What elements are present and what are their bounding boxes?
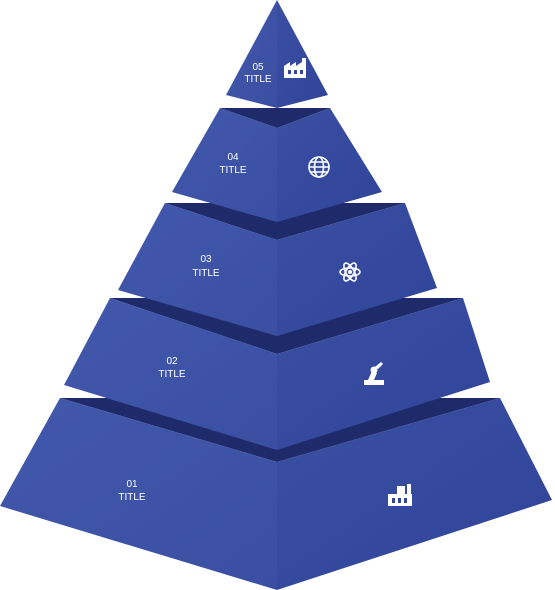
level-02-right-face xyxy=(277,298,490,450)
level-03-shadow xyxy=(165,203,405,240)
level-05-title: TITLE xyxy=(244,74,272,85)
level-04-left-face xyxy=(172,108,277,222)
level-04-number: 04 xyxy=(227,152,239,163)
level-01-title: TITLE xyxy=(118,492,146,503)
pyramid-level-03: 03 TITLE xyxy=(118,203,437,336)
robot-arm-icon xyxy=(364,362,384,385)
pyramid-level-04: 04 TITLE xyxy=(172,108,382,222)
level-04-title: TITLE xyxy=(219,165,247,176)
globe-icon xyxy=(308,156,330,178)
level-01-number: 01 xyxy=(126,479,138,490)
factory-building-icon xyxy=(388,484,412,506)
level-03-title: TITLE xyxy=(192,268,220,279)
pyramid-level-05: 05 TITLE xyxy=(226,0,328,108)
level-05-right-face xyxy=(277,0,328,108)
level-05-left-face xyxy=(226,0,277,108)
level-03-number: 03 xyxy=(200,254,212,265)
level-01-left-face xyxy=(0,398,277,590)
level-03-left-face xyxy=(118,203,277,336)
level-02-number: 02 xyxy=(166,356,178,367)
atom-icon xyxy=(339,262,361,282)
level-01-right-face xyxy=(277,398,552,590)
level-02-left-face xyxy=(64,298,277,450)
level-02-title: TITLE xyxy=(158,369,186,380)
level-04-shadow xyxy=(220,108,330,128)
factory-icon xyxy=(284,58,306,78)
level-05-number: 05 xyxy=(252,62,264,73)
